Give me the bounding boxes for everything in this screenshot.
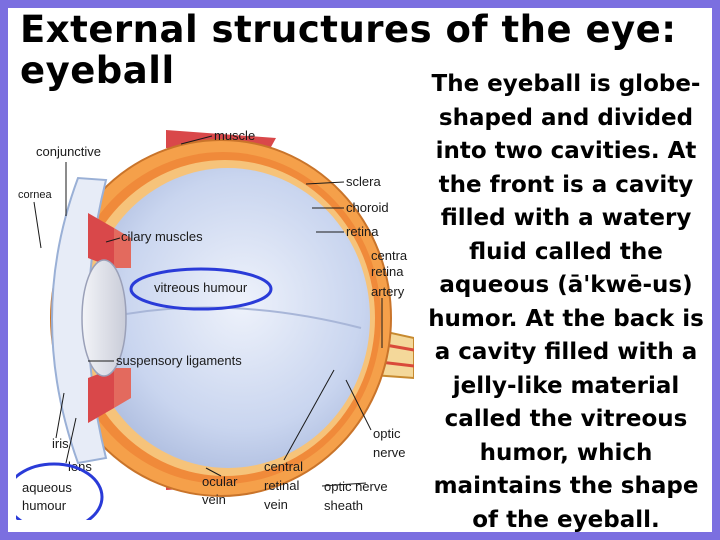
label-central-retina-artery-3: artery <box>371 284 405 299</box>
eyeball-diagram: muscle conjunctive cornea sclera choroid… <box>16 118 414 520</box>
lens-shape <box>81 259 127 377</box>
label-optic-nerve-sheath-2: sheath <box>324 498 363 513</box>
description-text: The eyeball is globe-shaped and divided … <box>428 71 704 533</box>
label-optic-nerve-2: nerve <box>373 445 406 460</box>
label-central-retinal-vein-2: retinal <box>264 478 300 493</box>
label-aqueous-humour-2: humour <box>22 498 67 513</box>
label-cilary-muscles: cilary muscles <box>121 229 203 244</box>
ciliary-bottom-shape <box>114 368 131 408</box>
slide-title: External structures of the eye: eyeball <box>20 8 710 92</box>
label-central-retinal-vein-3: vein <box>264 497 288 512</box>
label-optic-nerve-1: optic <box>373 426 401 441</box>
vitreous-body-shape <box>86 168 370 468</box>
label-ocular-vein-1: ocular <box>202 474 238 489</box>
label-aqueous-humour-1: aqueous <box>22 480 72 495</box>
iris-bottom-shape <box>88 368 114 423</box>
title-line-1: External structures of the eye: <box>20 8 677 51</box>
label-vitreous-humour: vitreous humour <box>154 280 248 295</box>
label-suspensory-ligaments: suspensory ligaments <box>116 353 242 368</box>
label-conjunctive: conjunctive <box>36 144 101 159</box>
label-central-retina-artery-1: centra <box>371 248 408 263</box>
vitreous-humour-highlight <box>129 267 273 311</box>
aqueous-humour-highlight <box>16 462 104 520</box>
label-central-retina-artery-2: retina <box>371 264 404 279</box>
label-choroid: choroid <box>346 200 389 215</box>
leader-lines <box>33 135 383 487</box>
label-ocular-vein-2: vein <box>202 492 226 507</box>
label-cornea: cornea <box>18 189 53 201</box>
label-sclera: sclera <box>346 174 381 189</box>
label-lens: lens <box>68 459 92 474</box>
label-muscle: muscle <box>214 128 255 143</box>
label-central-retinal-vein-1: central <box>264 459 303 474</box>
label-retina: retina <box>346 224 379 239</box>
iris-top-shape <box>88 213 114 268</box>
label-optic-nerve-sheath-1: optic nerve <box>324 479 388 494</box>
label-iris: iris <box>52 436 69 451</box>
vitreous-fold-shape <box>125 306 362 329</box>
title-line-2: eyeball <box>20 48 175 92</box>
